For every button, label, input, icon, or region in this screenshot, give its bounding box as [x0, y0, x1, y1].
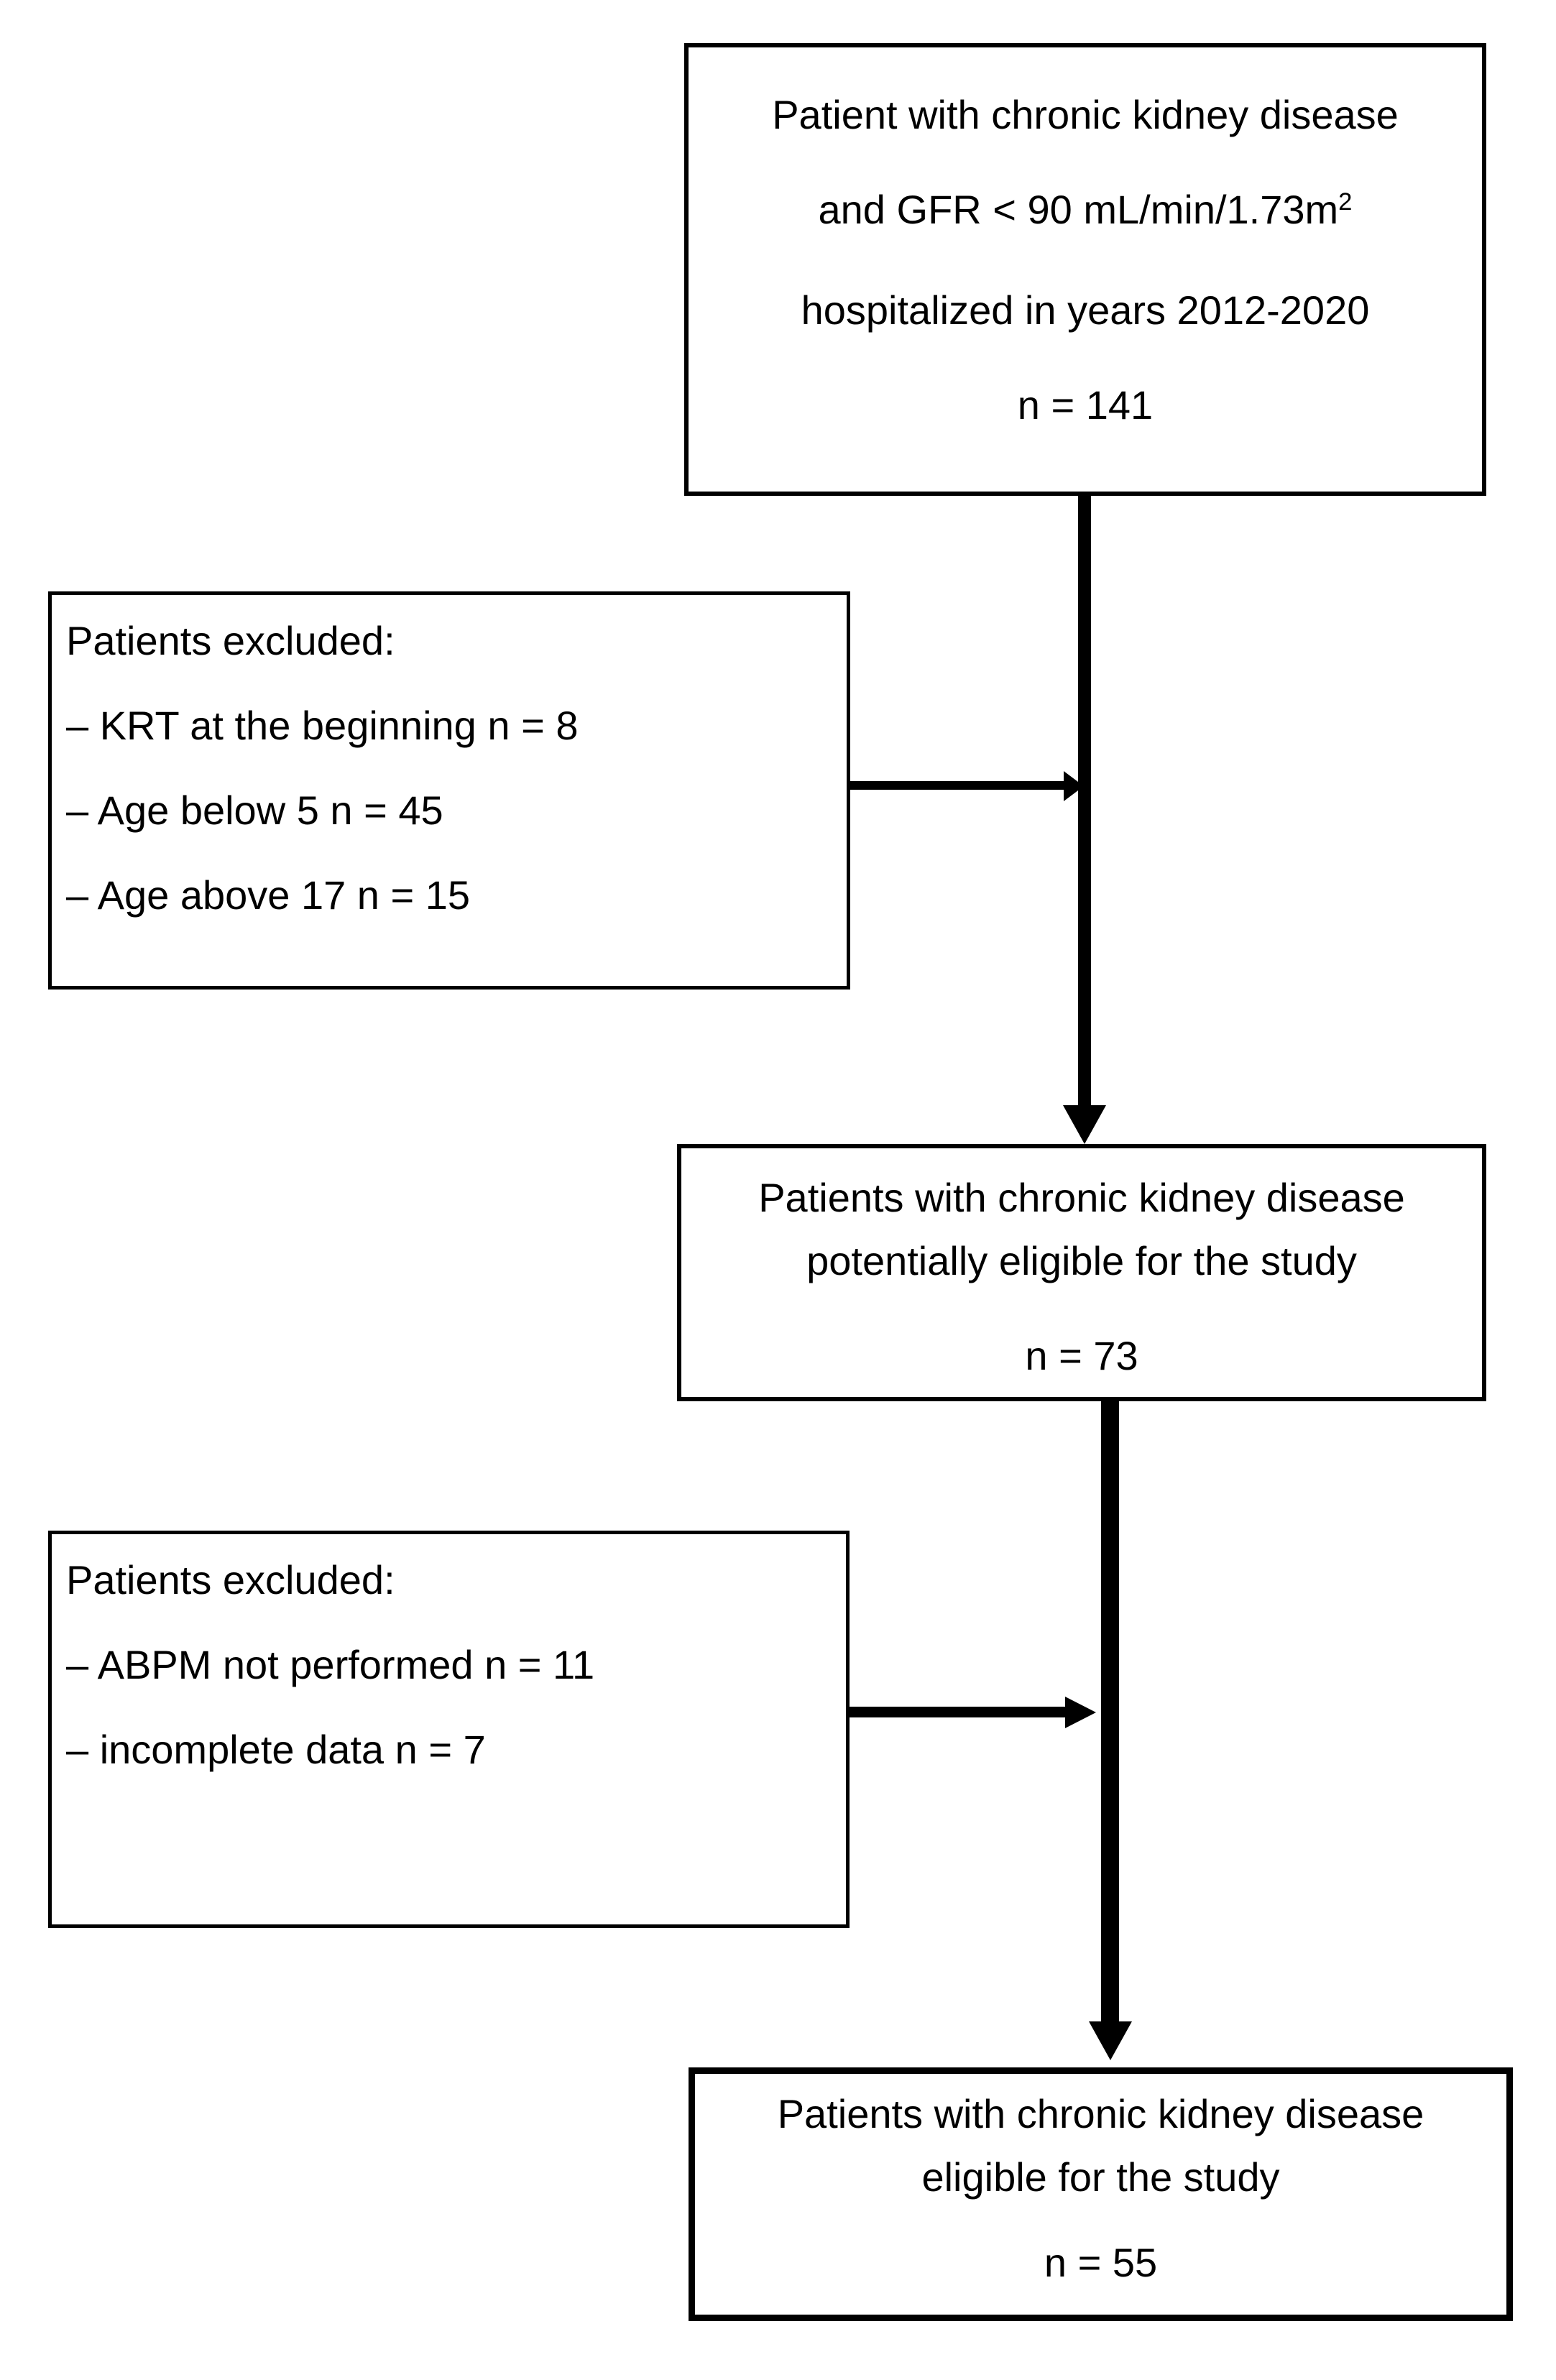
excluded-1-item: – Age below 5 n = 45	[66, 788, 443, 833]
gfr-text: and GFR < 90 mL/min/1.73m	[818, 187, 1339, 232]
excluded-1-item: – Age above 17 n = 15	[66, 872, 471, 918]
potentially-eligible-line-1: Patients with chronic kidney disease	[758, 1175, 1405, 1220]
exclusion-arrow-2-head	[1065, 1697, 1096, 1728]
potentially-eligible-line-2: potentially eligible for the study	[806, 1238, 1357, 1283]
hospitalized-line: hospitalized in years 2012-2020	[801, 287, 1370, 333]
box-excluded-1: Patients excluded: – KRT at the beginnin…	[48, 591, 850, 990]
box-excluded-2: Patients excluded: – ABPM not performed …	[48, 1531, 850, 1928]
initial-count: n = 141	[1017, 382, 1154, 428]
box-eligible: Patients with chronic kidney disease eli…	[689, 2067, 1513, 2321]
cohort-line-1: Patient with chronic kidney disease	[772, 92, 1399, 137]
eligible-line-1: Patients with chronic kidney disease	[777, 2091, 1424, 2136]
exclusion-arrow-1-shaft	[850, 781, 1064, 790]
excluded-2-item: – incomplete data n = 7	[66, 1727, 486, 1772]
eligible-line-2: eligible for the study	[921, 2154, 1280, 2200]
gfr-line: and GFR < 90 mL/min/1.73m2	[689, 162, 1482, 263]
exclusion-arrow-2-shaft	[850, 1707, 1065, 1717]
gfr-superscript: 2	[1338, 188, 1353, 216]
down-arrow-2-head	[1089, 2021, 1132, 2060]
potentially-eligible-count: n = 73	[1025, 1333, 1138, 1378]
down-arrow-1-head	[1063, 1105, 1106, 1144]
down-arrow-2-shaft	[1101, 1398, 1119, 2021]
box-potentially-eligible: Patients with chronic kidney disease pot…	[677, 1144, 1486, 1401]
exclusion-arrow-1-head	[1064, 771, 1084, 801]
eligible-count: n = 55	[1044, 2240, 1158, 2285]
excluded-1-item: – KRT at the beginning n = 8	[66, 703, 579, 748]
excluded-1-title: Patients excluded:	[66, 618, 395, 663]
box-initial-cohort: Patient with chronic kidney disease and …	[684, 43, 1486, 496]
down-arrow-1-shaft	[1078, 492, 1091, 1105]
excluded-2-title: Patients excluded:	[66, 1557, 395, 1602]
excluded-2-item: – ABPM not performed n = 11	[66, 1642, 595, 1687]
